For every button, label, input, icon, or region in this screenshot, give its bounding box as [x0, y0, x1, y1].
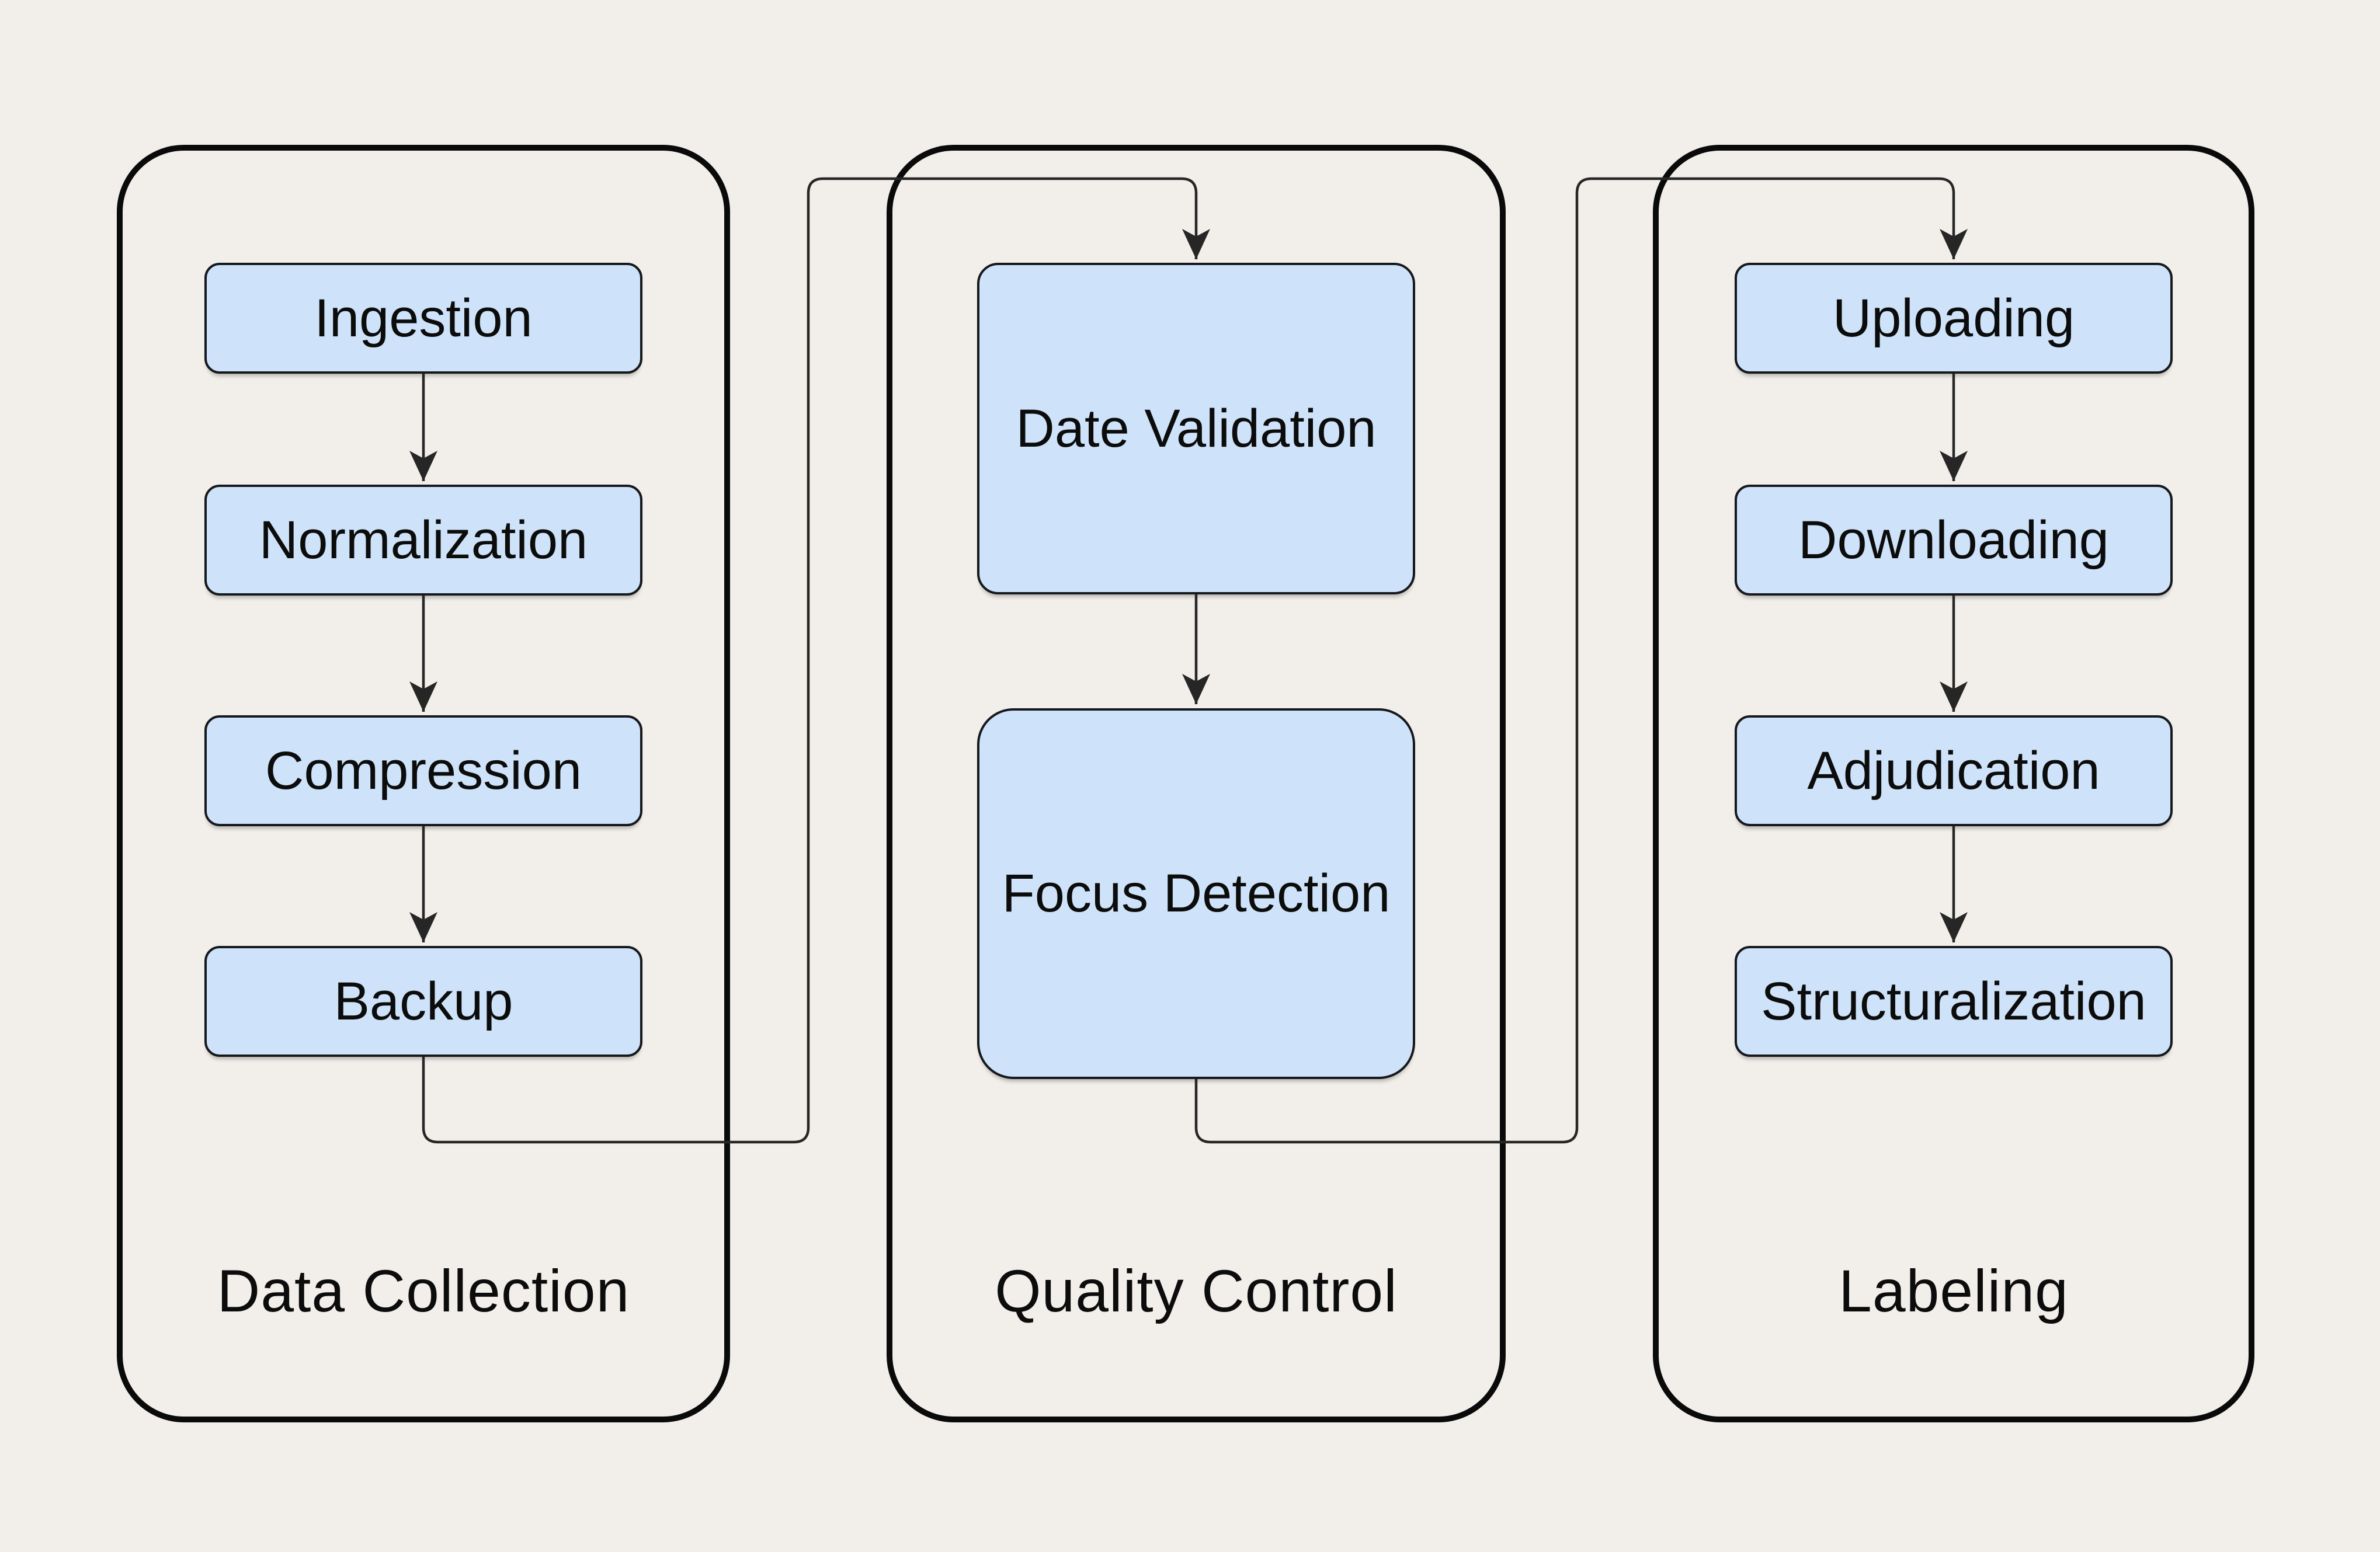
node-compression: Compression [204, 715, 642, 826]
node-ingestion: Ingestion [204, 263, 642, 374]
node-focus-detection: Focus Detection [977, 708, 1415, 1079]
node-uploading: Uploading [1735, 263, 2173, 374]
group-label-labeling: Labeling [1839, 1258, 2069, 1324]
node-structuralization-label: Structuralization [1761, 971, 2146, 1031]
node-adjudication: Adjudication [1735, 715, 2173, 826]
node-uploading-label: Uploading [1832, 288, 2075, 348]
node-backup-label: Backup [333, 971, 513, 1031]
node-adjudication-label: Adjudication [1807, 740, 2100, 801]
node-date-validation: Date Validation [977, 263, 1415, 594]
node-downloading-label: Downloading [1798, 510, 2109, 570]
node-downloading: Downloading [1735, 485, 2173, 596]
node-date-validation-label: Date Validation [1016, 398, 1377, 458]
node-compression-label: Compression [265, 740, 582, 801]
node-normalization: Normalization [204, 485, 642, 596]
node-focus-detection-label: Focus Detection [1002, 864, 1391, 923]
group-label-quality-control: Quality Control [995, 1258, 1398, 1324]
node-backup: Backup [204, 946, 642, 1057]
group-label-data-collection: Data Collection [217, 1258, 630, 1324]
node-ingestion-label: Ingestion [314, 288, 533, 348]
node-structuralization: Structuralization [1735, 946, 2173, 1057]
node-normalization-label: Normalization [259, 510, 588, 570]
